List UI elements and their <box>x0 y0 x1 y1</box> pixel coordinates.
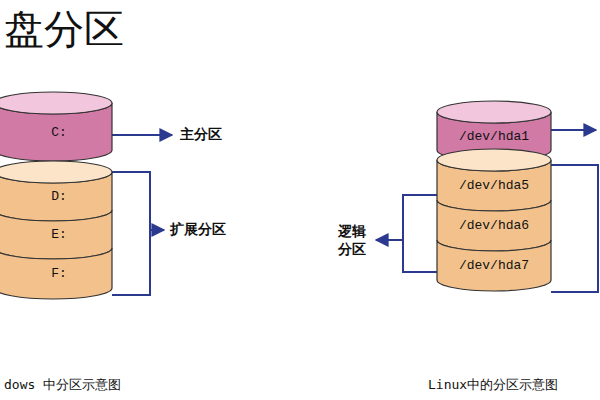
partition-cylinder: /dev/hda7 <box>437 229 551 293</box>
logical-label: 逻辑分区 <box>338 222 367 258</box>
page-title: 盘分区 <box>4 2 124 57</box>
partition-name: /dev/hda5 <box>459 178 529 193</box>
partition-cylinder: F: <box>0 237 112 301</box>
arrow <box>150 229 164 231</box>
primary-label: 主分区 <box>180 126 222 144</box>
arrow <box>551 129 596 131</box>
extended-label: 扩展分区 <box>170 221 226 239</box>
partition-name: C: <box>51 125 67 140</box>
partition-name: D: <box>51 189 67 204</box>
caption: dows 中分区示意图 <box>4 376 121 394</box>
partition-name: /dev/hda7 <box>459 258 529 273</box>
bracket <box>403 195 437 272</box>
arrow <box>112 134 172 136</box>
bracket <box>551 165 598 292</box>
partition-cylinder: /dev/hda6 <box>437 189 551 253</box>
caption: Linux中的分区示意图 <box>428 376 558 394</box>
partition-cylinder: /dev/hda5 <box>437 149 551 213</box>
partition-name: F: <box>51 266 67 281</box>
partition-name: /dev/hda6 <box>459 218 529 233</box>
partition-cylinder: D: <box>0 161 112 223</box>
partition-cylinder: E: <box>0 199 112 261</box>
partition-cylinder: C: <box>0 92 112 163</box>
partition-name: /dev/hda1 <box>459 129 529 144</box>
partition-name: E: <box>51 227 67 242</box>
arrow <box>376 239 403 241</box>
bracket <box>112 172 150 295</box>
